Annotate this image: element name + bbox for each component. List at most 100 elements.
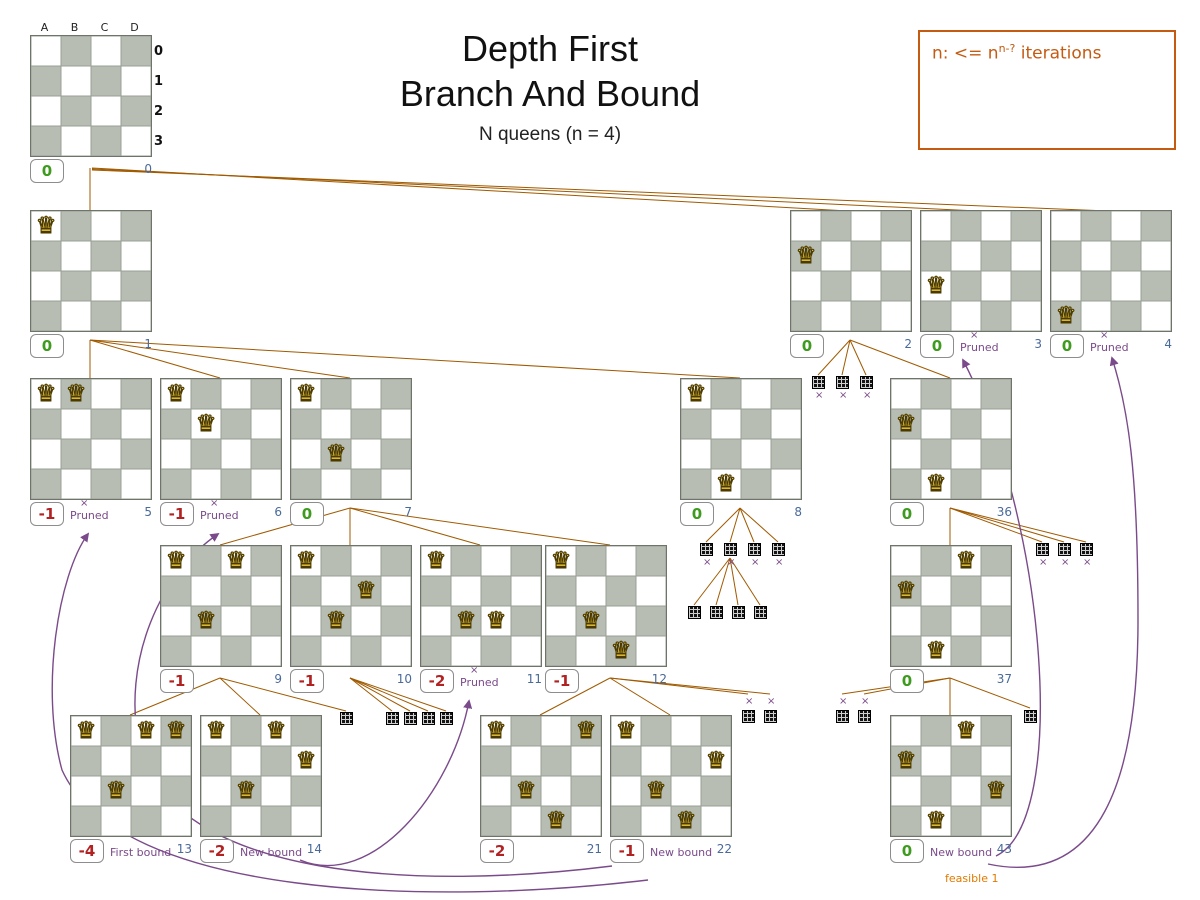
pruned-mini-board: [1024, 710, 1037, 723]
queen-icon: ♛: [265, 717, 287, 744]
board-cell: [381, 606, 411, 636]
board-cell: [1081, 301, 1111, 331]
board-cell: [541, 716, 571, 746]
board-cell: [61, 301, 91, 331]
queen-icon: ♛: [545, 807, 567, 834]
board-cell: [741, 379, 771, 409]
board-cell: ♛: [201, 716, 231, 746]
board-cell: [921, 776, 951, 806]
queen-icon: ♛: [205, 717, 227, 744]
queen-icon: ♛: [675, 807, 697, 834]
board-cell: [891, 636, 921, 666]
score-badge: 0: [890, 502, 924, 526]
node-index: 4: [1164, 337, 1172, 351]
board-cell: [741, 409, 771, 439]
tree-edge: [349, 677, 447, 712]
board-cell: [1141, 271, 1171, 301]
queen-icon: ♛: [645, 777, 667, 804]
board-cell: [191, 469, 221, 499]
board-cell: [951, 271, 981, 301]
queen-icon: ♛: [615, 717, 637, 744]
board-cell: [351, 379, 381, 409]
pruned-x-mark: ×: [839, 390, 848, 401]
queen-icon: ♛: [925, 807, 947, 834]
iterations-note-box: n: <= nn-? iterations: [918, 30, 1176, 150]
score-badge: 0: [1050, 334, 1084, 358]
board-cell: [921, 379, 951, 409]
board-cell: [321, 546, 351, 576]
pruned-x-mark: ×: [1100, 330, 1109, 341]
board-cell: [1111, 271, 1141, 301]
queen-icon: ♛: [895, 410, 917, 437]
board-cell: [546, 606, 576, 636]
tree-edge: [89, 339, 351, 379]
board-cell: [1011, 301, 1041, 331]
board-cell: [71, 776, 101, 806]
score-badge: 0: [30, 159, 64, 183]
tree-edge: [729, 507, 741, 543]
queen-icon: ♛: [65, 380, 87, 407]
pruned-mini-board: [340, 712, 353, 725]
board-cell: [381, 546, 411, 576]
tree-edge: [729, 557, 761, 606]
board-cell: ♛: [921, 469, 951, 499]
tree-edge: [89, 339, 221, 379]
board-node-11: ♛♛♛: [420, 545, 542, 667]
board-cell: ♛: [921, 271, 951, 301]
tree-edge: [349, 507, 481, 546]
pruned-x-mark: ×: [1039, 557, 1048, 568]
pruned-x-mark: ×: [470, 665, 479, 676]
board-cell: [701, 716, 731, 746]
board-node-37: ♛♛♛: [890, 545, 1012, 667]
board-cell: ♛: [641, 776, 671, 806]
pruned-x-mark: ×: [815, 390, 824, 401]
tree-edge: [841, 339, 851, 376]
board-cell: [641, 746, 671, 776]
board-cell: [291, 716, 321, 746]
board-cell: [91, 271, 121, 301]
board-cell: [1011, 241, 1041, 271]
board-cell: [261, 746, 291, 776]
board-cell: ♛: [161, 546, 191, 576]
queen-icon: ♛: [35, 212, 57, 239]
node-label: First bound: [110, 846, 172, 859]
board-cell: [576, 546, 606, 576]
board-cell: ♛: [421, 546, 451, 576]
board-cell: [981, 439, 1011, 469]
pruned-x-mark: ×: [863, 390, 872, 401]
iterations-note-text: n: <= nn-? iterations: [932, 42, 1101, 64]
board-cell: ♛: [191, 606, 221, 636]
queen-icon: ♛: [195, 410, 217, 437]
diagram-title: Depth First Branch And Bound N queens (n…: [280, 26, 820, 146]
board-cell: [1111, 301, 1141, 331]
queen-icon: ♛: [705, 747, 727, 774]
board-cell: ♛: [221, 546, 251, 576]
board-node-7: ♛♛: [290, 378, 412, 500]
board-cell: [421, 606, 451, 636]
node-index: 12: [651, 672, 667, 686]
board-cell: [231, 746, 261, 776]
board-cell: [711, 439, 741, 469]
board-cell: [321, 379, 351, 409]
score-badge: 0: [290, 502, 324, 526]
board-cell: [321, 576, 351, 606]
board-cell: [891, 716, 921, 746]
board-cell: [91, 66, 121, 96]
board-cell: [1081, 271, 1111, 301]
pruned-mini-board: [748, 543, 761, 556]
board-cell: [161, 636, 191, 666]
pruned-mini-board: [742, 710, 755, 723]
pruned-mini-board: [860, 376, 873, 389]
board-cell: [981, 379, 1011, 409]
board-cell: [161, 746, 191, 776]
pruned-mini-board: [1036, 543, 1049, 556]
queen-icon: ♛: [895, 747, 917, 774]
board-cell: [31, 271, 61, 301]
pruned-mini-board: [422, 712, 435, 725]
board-cell: [511, 636, 541, 666]
board-cell: [121, 439, 151, 469]
board-cell: [821, 241, 851, 271]
board-cell: [771, 439, 801, 469]
board-cell: [261, 776, 291, 806]
board-cell: [451, 546, 481, 576]
